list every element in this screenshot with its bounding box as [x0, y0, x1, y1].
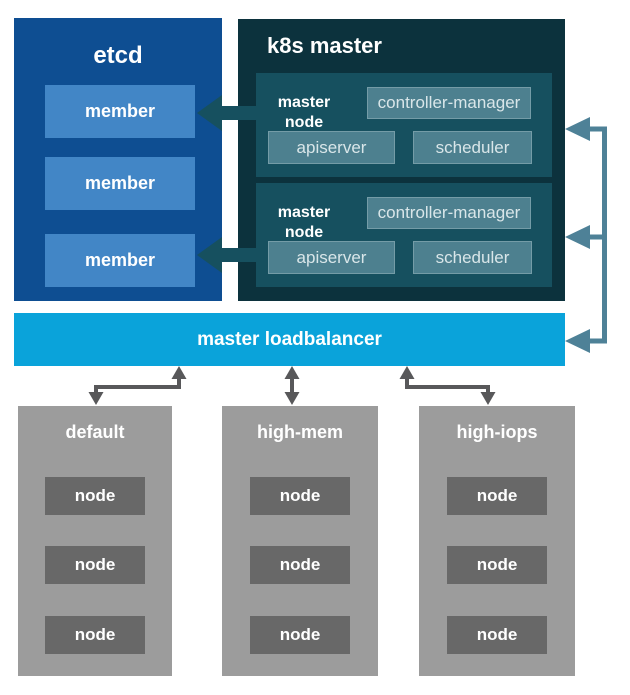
node-box: node — [447, 546, 547, 584]
apiserver-box-1: apiserver — [268, 131, 395, 164]
master-node-2: master node controller-manager apiserver… — [256, 183, 552, 287]
node-pool-high-mem: high-mem node node node — [222, 406, 378, 676]
etcd-title: etcd — [93, 42, 143, 69]
master-node-1-label: master node — [277, 94, 331, 131]
arrowhead-down — [480, 392, 496, 405]
etcd-container: etcd member member member — [14, 18, 222, 301]
node-box: node — [250, 616, 350, 654]
node-pool-default-title: default — [65, 422, 125, 442]
k8s-master-title: k8s master — [267, 33, 382, 58]
controller-manager-box-2: controller-manager — [367, 197, 531, 229]
link-line — [588, 126, 607, 344]
arrowhead-up — [171, 366, 187, 379]
arrow-loadbalancer-to-pool-high-iops — [399, 366, 496, 405]
scheduler-box-2: scheduler — [413, 241, 532, 274]
k8s-master-container: k8s master master node controller-manage… — [238, 19, 565, 301]
node-box: node — [447, 616, 547, 654]
arrow-line — [405, 377, 490, 394]
etcd-member-1: member — [45, 85, 195, 138]
etcd-member-3: member — [45, 234, 195, 287]
node-box: node — [45, 546, 145, 584]
arrow-loadbalancer-to-pool-high-mem — [284, 366, 300, 405]
node-box: node — [250, 477, 350, 515]
link-arrowhead-loadbalancer — [565, 329, 590, 353]
node-box: node — [250, 546, 350, 584]
link-arrowhead-master1 — [565, 117, 590, 141]
node-box: node — [447, 477, 547, 515]
master-node-2-label: master node — [277, 204, 331, 241]
arrowhead-up — [284, 366, 300, 379]
apiserver-box-2: apiserver — [268, 241, 395, 274]
etcd-member-2: member — [45, 157, 195, 210]
node-box: node — [45, 616, 145, 654]
arrowhead-down — [88, 392, 104, 405]
controller-manager-box-1: controller-manager — [367, 87, 531, 119]
arrowhead-down — [284, 392, 300, 405]
master-node-1: master node controller-manager apiserver… — [256, 73, 552, 177]
node-pool-high-iops: high-iops node node node — [419, 406, 575, 676]
link-arrowhead-master2 — [565, 225, 590, 249]
node-pool-default: default node node node — [18, 406, 172, 676]
node-box: node — [45, 477, 145, 515]
arrowhead-up — [399, 366, 415, 379]
link-loadbalancer-to-masters — [565, 117, 607, 353]
arrow-line — [94, 377, 181, 394]
node-pool-high-mem-title: high-mem — [256, 422, 343, 442]
node-pool-high-iops-title: high-iops — [456, 422, 538, 442]
scheduler-box-1: scheduler — [413, 131, 532, 164]
master-loadbalancer: master loadbalancer — [14, 313, 565, 366]
arrow-loadbalancer-to-pool-default — [88, 366, 187, 405]
